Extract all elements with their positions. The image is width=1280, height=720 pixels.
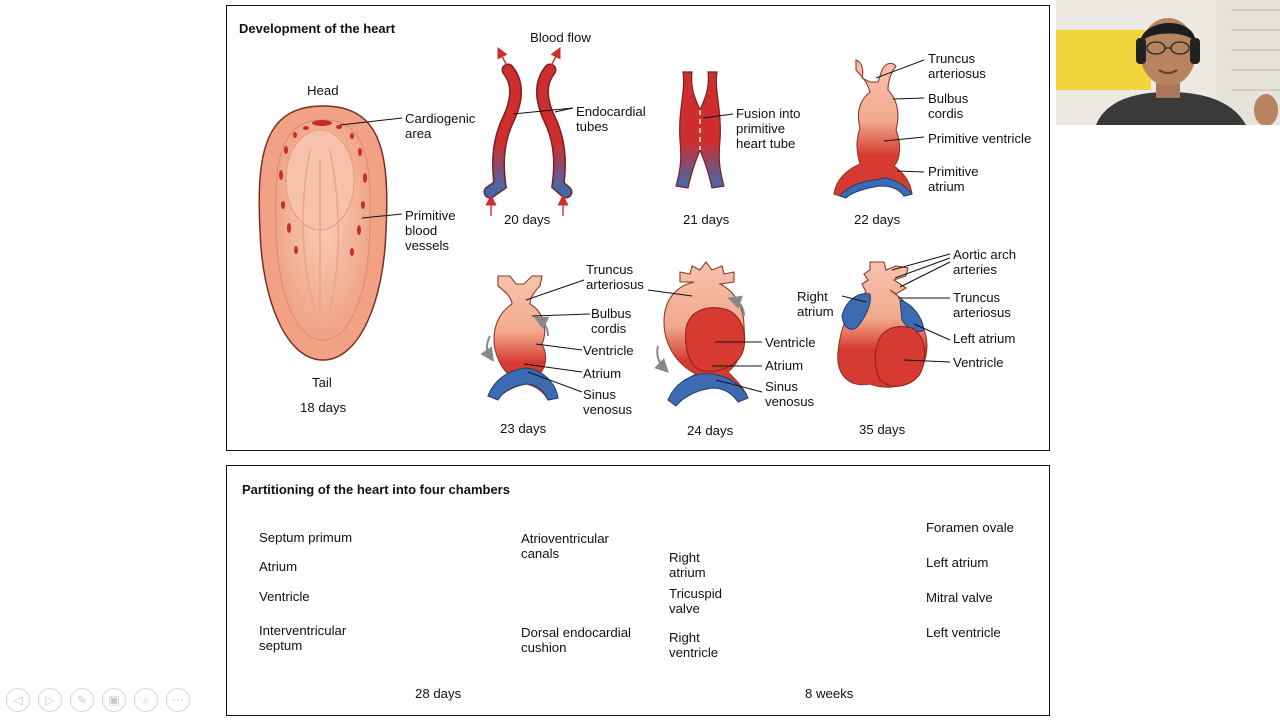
label-cardiogenic-area: Cardiogenic area bbox=[405, 111, 476, 141]
more-icon[interactable]: ⋯ bbox=[166, 688, 190, 712]
label-endocardial-tubes: Endocardial tubes bbox=[576, 104, 646, 134]
label-fusion-heart-tube: Fusion into primitive heart tube bbox=[736, 106, 801, 151]
label-left-ventricle: Left ventricle bbox=[926, 625, 1001, 640]
heart-24-days bbox=[647, 261, 763, 407]
slides-icon[interactable]: ▣ bbox=[102, 688, 126, 712]
label-atrium-24: Atrium bbox=[765, 358, 804, 373]
embryo-18-days bbox=[258, 105, 403, 361]
label-truncus-35: Truncus arteriosus bbox=[953, 290, 1011, 320]
pen-icon[interactable]: ✎ bbox=[70, 688, 94, 712]
caption-22-days: 22 days bbox=[854, 212, 901, 227]
label-tricuspid-valve: Tricuspid valve bbox=[669, 586, 723, 616]
caption-8-weeks: 8 weeks bbox=[805, 686, 854, 701]
label-atrium-23: Atrium bbox=[583, 366, 622, 381]
label-primitive-atrium: Primitive atrium bbox=[928, 164, 979, 194]
label-dorsal-cushion: Dorsal endocardial cushion bbox=[521, 625, 631, 655]
label-ventricle-35: Ventricle bbox=[953, 355, 1004, 370]
label-head: Head bbox=[307, 83, 339, 98]
slideshow-controls: ◁ ▷ ✎ ▣ ⌕ ⋯ bbox=[6, 688, 190, 712]
label-ventricle-23: Ventricle bbox=[583, 343, 634, 358]
caption-28-days: 28 days bbox=[415, 686, 462, 701]
label-left-atrium: Left atrium bbox=[926, 555, 989, 570]
label-blood-flow: Blood flow bbox=[530, 30, 591, 45]
caption-35-days: 35 days bbox=[859, 422, 906, 437]
label-right-atrium: Right atrium bbox=[669, 550, 706, 580]
label-truncus-22: Truncus arteriosus bbox=[928, 51, 986, 81]
caption-20-days: 20 days bbox=[504, 212, 551, 227]
label-primitive-ventricle: Primitive ventricle bbox=[928, 131, 1032, 146]
label-atrium-28: Atrium bbox=[259, 559, 298, 574]
caption-18-days: 18 days bbox=[300, 400, 347, 415]
label-aortic-arch-arteries: Aortic arch arteries bbox=[953, 247, 1017, 277]
label-primitive-blood-vessels: Primitive blood vessels bbox=[405, 208, 456, 253]
label-right-atrium-35: Right atrium bbox=[797, 289, 834, 319]
label-ventricle-24: Ventricle bbox=[765, 335, 816, 350]
label-interventricular-septum: Interventricular septum bbox=[259, 623, 347, 653]
zoom-icon[interactable]: ⌕ bbox=[134, 688, 158, 712]
heart-22-days bbox=[833, 59, 925, 199]
endocardial-tubes-20-days bbox=[483, 46, 574, 216]
label-tail: Tail bbox=[312, 375, 332, 390]
label-left-atrium-35: Left atrium bbox=[953, 331, 1016, 346]
label-av-canals: Atrioventricular canals bbox=[521, 531, 609, 561]
four-chambers-panel: Partitioning of the heart into four cham… bbox=[226, 465, 1050, 716]
panel-title: Partitioning of the heart into four cham… bbox=[242, 482, 510, 497]
caption-23-days: 23 days bbox=[500, 421, 547, 436]
presenter-image bbox=[1056, 0, 1280, 125]
label-bulbus-23: Bulbus cordis bbox=[591, 306, 632, 336]
panel-title: Development of the heart bbox=[239, 21, 396, 36]
label-bulbus-22: Bulbus cordis bbox=[928, 91, 969, 121]
caption-21-days: 21 days bbox=[683, 212, 730, 227]
label-sinus-venosus-24: Sinus venosus bbox=[765, 379, 815, 409]
label-sinus-venosus-23: Sinus venosus bbox=[583, 387, 633, 417]
presenter-webcam bbox=[1056, 0, 1280, 125]
caption-24-days: 24 days bbox=[687, 423, 734, 438]
label-right-ventricle: Right ventricle bbox=[669, 630, 719, 660]
label-ventricle-28: Ventricle bbox=[259, 589, 310, 604]
label-truncus-23: Truncus arteriosus bbox=[586, 262, 644, 292]
heart-tube-21-days bbox=[675, 71, 734, 189]
label-septum-primum: Septum primum bbox=[259, 530, 353, 545]
next-icon[interactable]: ▷ bbox=[38, 688, 62, 712]
heart-23-days bbox=[480, 275, 591, 401]
label-mitral-valve: Mitral valve bbox=[926, 590, 993, 605]
prev-icon[interactable]: ◁ bbox=[6, 688, 30, 712]
heart-35-days bbox=[837, 253, 951, 388]
label-foramen-ovale: Foramen ovale bbox=[926, 520, 1014, 535]
